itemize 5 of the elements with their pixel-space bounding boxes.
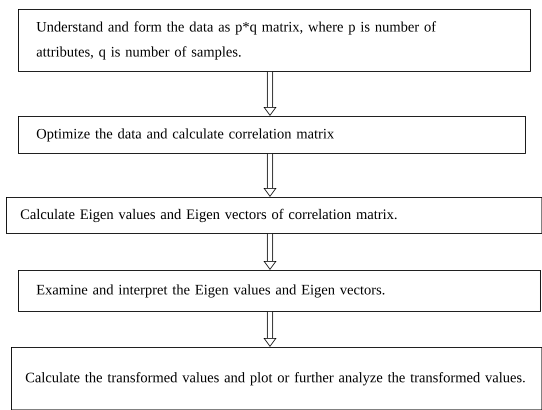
process-box: Understand and form the data as p*q matrix, where p is number of attributes, q is number of samples. — [18, 9, 531, 72]
process-box: Examine and interpret the Eigen values and Eigen vectors. — [18, 270, 541, 312]
process-box: Optimize the data and calculate correlation matrix — [18, 116, 526, 154]
process-box: Calculate Eigen values and Eigen vectors of correlation matrix. — [6, 197, 542, 234]
process-box: Calculate the transformed values and plot or further analyze the transformed values. — [11, 346, 542, 410]
